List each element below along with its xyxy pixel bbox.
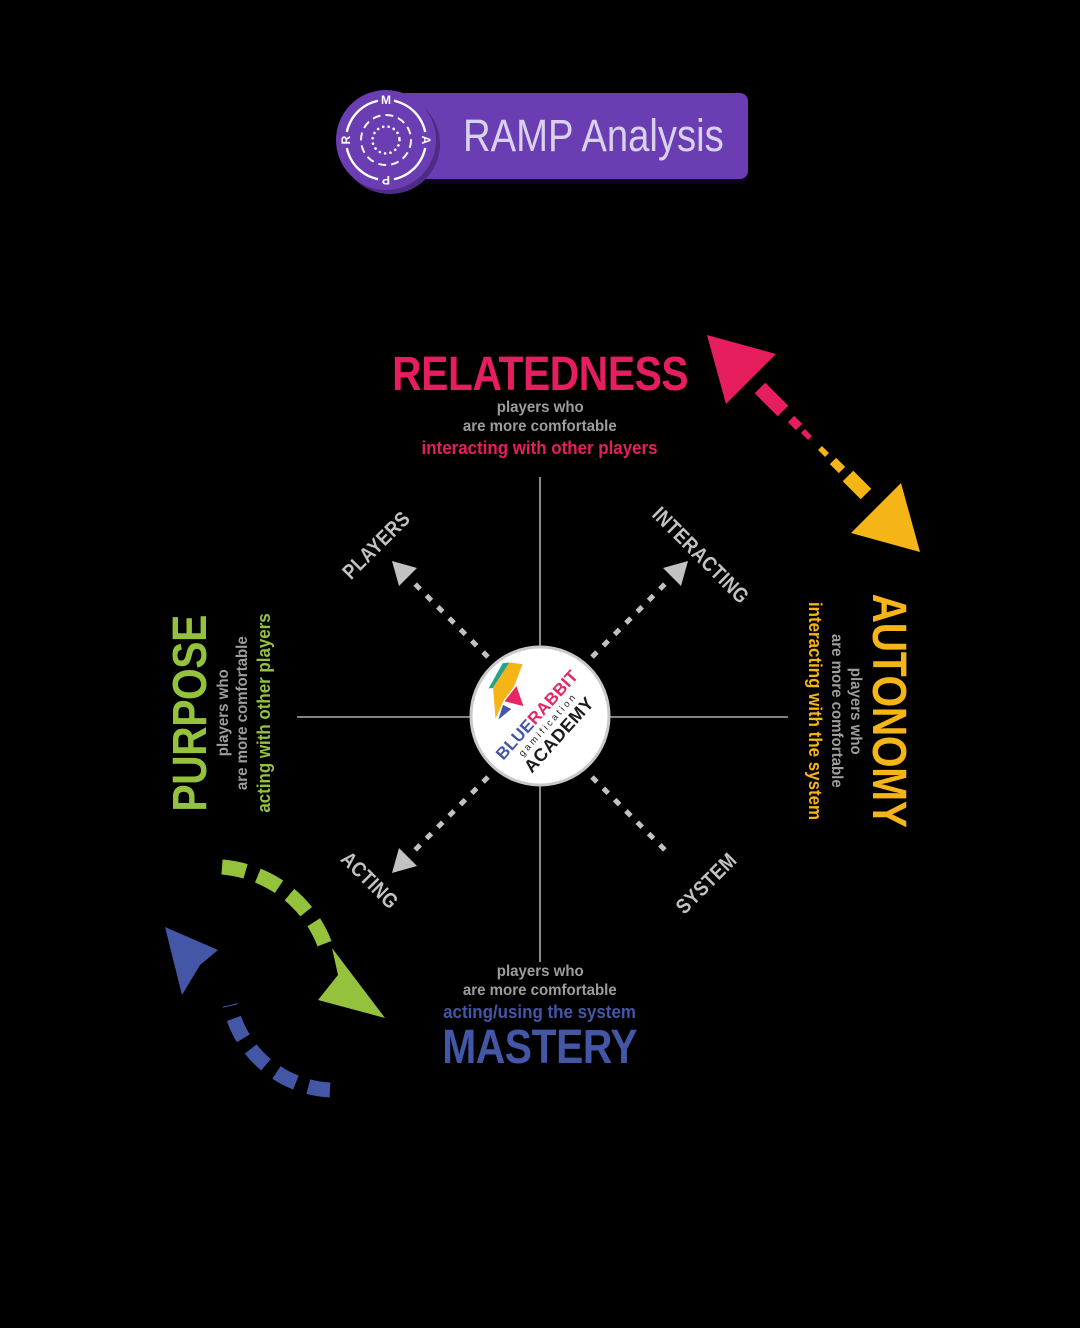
ramp-badge-icon: M A P R [336, 90, 440, 194]
autonomy-block: AUTONOMY players who are more comfortabl… [784, 461, 915, 961]
mastery-sub-3: acting/using the system [443, 1002, 637, 1023]
badge-circle [336, 90, 436, 190]
badge-letter-r: R [339, 135, 353, 144]
relatedness-sub-1: players who [496, 399, 584, 417]
mastery-title: MASTERY [442, 1020, 638, 1074]
axis-arrows [392, 561, 688, 873]
players-axis-arrow-icon [392, 561, 490, 659]
header-banner: RAMP Analysis [398, 93, 748, 179]
badge-dashed-ring-icon [360, 114, 412, 166]
purpose-mastery-cycle-arrow-icon [165, 859, 385, 1098]
relatedness-title: RELATEDNESS [391, 348, 689, 401]
autonomy-sub-2: are more comfortable [827, 634, 845, 788]
system-axis-arrow-icon [590, 775, 688, 873]
relatedness-block: RELATEDNESS players who are more comfort… [240, 348, 840, 460]
purpose-sub-2: are more comfortable [234, 636, 252, 790]
mastery-block: players who are more comfortable acting/… [240, 962, 840, 1071]
badge-letter-bg [378, 92, 394, 108]
badge-letter-bg [418, 132, 434, 148]
badge-letter-m: M [381, 93, 391, 107]
interacting-axis-arrow-icon [590, 561, 688, 659]
badge-dotted-ring-icon [371, 125, 401, 155]
purpose-sub-1: players who [215, 669, 233, 757]
mastery-sub-1: players who [496, 963, 584, 980]
badge-letter-bg [378, 172, 394, 188]
relatedness-sub-3: interacting with other players [422, 438, 658, 459]
autonomy-title: AUTONOMY [862, 594, 915, 828]
badge-letter-p: P [382, 173, 390, 187]
bluerabbit-rabbit-icon [488, 662, 524, 720]
page-title: RAMP Analysis [462, 110, 724, 161]
purpose-block: PURPOSE players who are more comfortable… [164, 463, 295, 963]
badge-letter-a: A [419, 136, 433, 145]
purpose-sub-3: acting with other players [254, 613, 275, 813]
purpose-title: PURPOSE [164, 614, 217, 812]
autonomy-sub-1: players who [846, 667, 864, 755]
bluerabbit-logo: BLUERABBIT gamification ACADEMY [448, 626, 624, 803]
badge-letter-bg [338, 132, 354, 148]
mastery-sub-2: are more comfortable [463, 982, 617, 1000]
autonomy-sub-3: interacting with the system [804, 601, 825, 821]
relatedness-autonomy-arrow-icon [707, 335, 920, 552]
relatedness-sub-2: are more comfortable [463, 418, 617, 436]
acting-axis-arrow-icon [392, 775, 490, 873]
